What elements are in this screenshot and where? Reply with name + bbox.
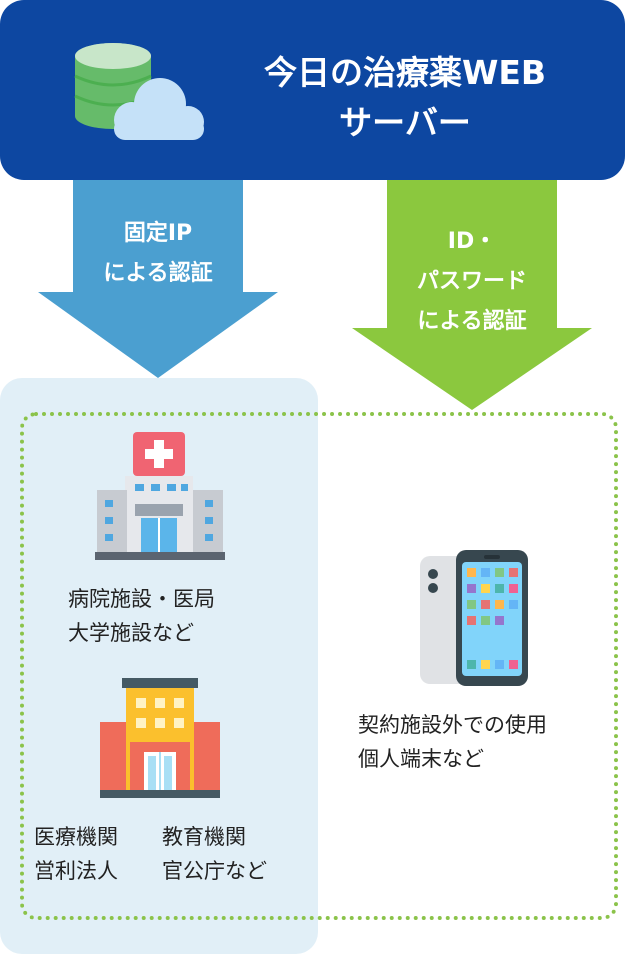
smartphone-icon xyxy=(420,550,528,686)
fixed-ip-arrow xyxy=(38,180,278,378)
education-government-caption: 教育機関 官公庁など xyxy=(162,825,267,883)
database-cloud-icon xyxy=(74,43,204,140)
server-header: 今日の治療薬WEB サーバー xyxy=(0,0,625,180)
office-building-icon xyxy=(100,678,220,798)
hospital-icon xyxy=(95,432,225,560)
id-password-label: ID・ パスワード による認証 xyxy=(416,229,527,334)
medical-corporate-caption: 医療機関 営利法人 xyxy=(34,825,118,883)
dotted-frame xyxy=(20,412,618,920)
id-password-arrow xyxy=(352,180,592,410)
hospital-caption: 病院施設・医局 大学施設など xyxy=(68,587,215,645)
personal-device-caption: 契約施設外での使用 個人端末など xyxy=(358,713,547,771)
fixed-ip-label: 固定IP による認証 xyxy=(103,221,213,286)
server-title: 今日の治療薬WEB サーバー xyxy=(263,53,547,142)
